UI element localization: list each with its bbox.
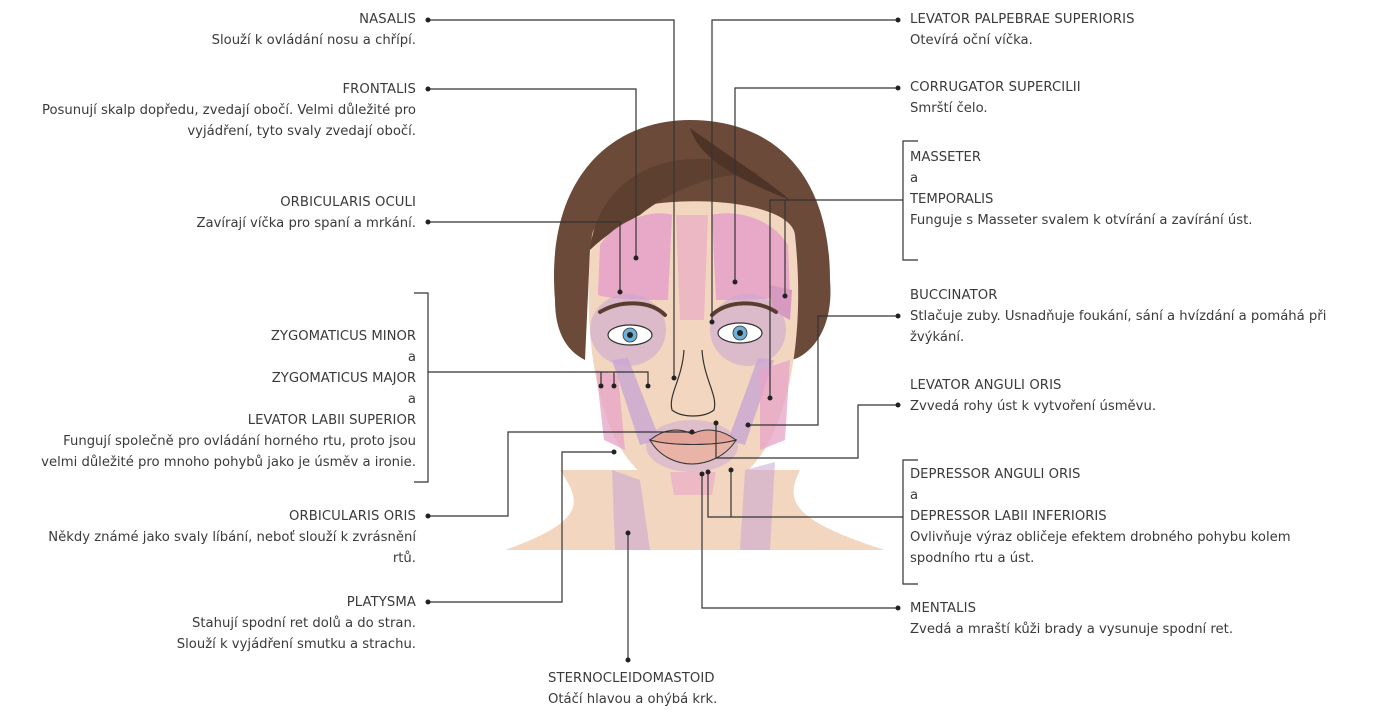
label-corrugator: CORRUGATOR SUPERCILII Smrští čelo. — [910, 77, 1081, 119]
platysma-shape — [740, 462, 775, 550]
buccinator-end — [746, 423, 751, 428]
orbicularis-oris-title: ORBICULARIS ORIS — [48, 506, 416, 527]
orbicularis-oculi-end — [618, 290, 623, 295]
depressor-end-1 — [706, 470, 711, 475]
zygomaticus-desc-1: Fungují společně pro ovládání horného rt… — [41, 431, 416, 452]
procerus — [676, 215, 708, 320]
mentalis-dot — [896, 606, 901, 611]
levator-anguli-desc: Zvvedá rohy úst k vytvoření úsměvu. — [910, 396, 1156, 417]
levator-palpebrae-desc: Otevírá oční víčka. — [910, 30, 1135, 51]
levator-anguli-dot — [896, 403, 901, 408]
masseter-end — [768, 396, 773, 401]
buccinator-desc-2: žvýkání. — [910, 327, 1326, 348]
corrugator-desc: Smrští čelo. — [910, 98, 1081, 119]
label-orbicularis-oculi: ORBICULARIS OCULI Zavírají víčka pro spa… — [196, 192, 416, 234]
zygomaticus-bracket — [414, 293, 428, 482]
label-mentalis: MENTALIS Zvedá a mraští kůži brady a vys… — [910, 598, 1233, 640]
nasalis-dot — [426, 18, 431, 23]
masseter-line-3: TEMPORALIS — [910, 189, 1252, 210]
orbicularis-oris-desc-2: rtů. — [48, 548, 416, 569]
levator-anguli-end — [714, 421, 719, 426]
nasalis-title: NASALIS — [212, 9, 416, 30]
depressor-end-2 — [729, 468, 734, 473]
levator-palpebrae-title: LEVATOR PALPEBRAE SUPERIORIS — [910, 9, 1135, 30]
platysma-end — [612, 450, 617, 455]
sternocleidomastoid-title: STERNOCLEIDOMASTOID — [548, 668, 708, 689]
corrugator-dot — [896, 86, 901, 91]
depressor-line-1: DEPRESSOR ANGULI ORIS — [910, 464, 1291, 485]
orbicularis-oris-end — [690, 430, 695, 435]
pupil-left — [627, 332, 633, 338]
depressor-desc-2: spodního rtu a úst. — [910, 548, 1291, 569]
zygomaticus-line-5: LEVATOR LABII SUPERIOR — [41, 410, 416, 431]
zygomaticus-end-3 — [646, 384, 651, 389]
temporalis-end — [783, 294, 788, 299]
mentalis-end — [700, 472, 705, 477]
zygomaticus-end-2 — [612, 384, 617, 389]
depressor-line-3: DEPRESSOR LABII INFERIORIS — [910, 506, 1291, 527]
levator-palpebrae-end — [710, 320, 715, 325]
platysma-desc-1: Stahují spodní ret dolů a do stran. — [177, 613, 416, 634]
label-buccinator: BUCCINATOR Stlačuje zuby. Usnadňuje fouk… — [910, 285, 1326, 348]
depressor-line-2: a — [910, 485, 1291, 506]
zygomaticus-line-4: a — [41, 389, 416, 410]
sternocleidomastoid-desc: Otáčí hlavou a ohýbá krk. — [548, 689, 708, 710]
platysma-title: PLATYSMA — [177, 592, 416, 613]
label-nasalis: NASALIS Slouží k ovládání nosu a chřípí. — [212, 9, 416, 51]
label-levator-palpebrae: LEVATOR PALPEBRAE SUPERIORIS Otevírá očn… — [910, 9, 1135, 51]
label-sternocleidomastoid: STERNOCLEIDOMASTOID Otáčí hlavou a ohýbá… — [548, 668, 708, 710]
levator-anguli-title: LEVATOR ANGULI ORIS — [910, 375, 1156, 396]
frontalis-desc-2: vyjádření, tyto svaly zvedají obočí. — [42, 121, 416, 142]
buccinator-dot — [896, 314, 901, 319]
corrugator-title: CORRUGATOR SUPERCILII — [910, 77, 1081, 98]
orbicularis-oculi-desc: Zavírají víčka pro spaní a mrkání. — [196, 213, 416, 234]
label-platysma: PLATYSMA Stahují spodní ret dolů a do st… — [177, 592, 416, 655]
frontalis-end — [634, 256, 639, 261]
orbicularis-oris-desc-1: Někdy známé jako svaly líbání, neboť slo… — [48, 527, 416, 548]
levator-palpebrae-dot — [896, 18, 901, 23]
label-orbicularis-oris: ORBICULARIS ORIS Někdy známé jako svaly … — [48, 506, 416, 569]
corrugator-end — [733, 280, 738, 285]
depressor-desc-1: Ovlivňuje výraz obličeje efektem drobnéh… — [910, 527, 1291, 548]
zygomaticus-line-2: a — [41, 347, 416, 368]
label-depressor: DEPRESSOR ANGULI ORIS a DEPRESSOR LABII … — [910, 464, 1291, 569]
buccinator-desc-1: Stlačuje zuby. Usnadňuje foukání, sání a… — [910, 306, 1326, 327]
nasalis-end — [672, 376, 677, 381]
zygomaticus-line-1: ZYGOMATICUS MINOR — [41, 326, 416, 347]
nasalis-desc: Slouží k ovládání nosu a chřípí. — [212, 30, 416, 51]
label-zygomaticus: ZYGOMATICUS MINOR a ZYGOMATICUS MAJOR a … — [41, 326, 416, 473]
frontalis-desc-1: Posunují skalp dopředu, zvedají obočí. V… — [42, 100, 416, 121]
masseter-desc: Funguje s Masseter svalem k otvírání a z… — [910, 210, 1252, 231]
orbicularis-oculi-dot — [426, 220, 431, 225]
orbicularis-oris-dot — [426, 514, 431, 519]
mentalis-title: MENTALIS — [910, 598, 1233, 619]
zygomaticus-end-1 — [599, 384, 604, 389]
masseter-line-2: a — [910, 168, 1252, 189]
label-levator-anguli: LEVATOR ANGULI ORIS Zvvedá rohy úst k vy… — [910, 375, 1156, 417]
pupil-right — [737, 330, 743, 336]
mentalis-desc: Zvedá a mraští kůži brady a vysunuje spo… — [910, 619, 1233, 640]
platysma-desc-2: Slouží k vyjádření smutku a strachu. — [177, 634, 416, 655]
sternocleidomastoid-dot — [626, 658, 631, 663]
label-frontalis: FRONTALIS Posunují skalp dopředu, zvedaj… — [42, 79, 416, 142]
mentalis-region — [670, 472, 716, 495]
masseter-right — [760, 360, 790, 450]
masseter-line-1: MASSETER — [910, 147, 1252, 168]
zygomaticus-desc-2: velmi důležité pro mnoho pohybů jako je … — [41, 452, 416, 473]
frontalis-dot — [426, 87, 431, 92]
buccinator-title: BUCCINATOR — [910, 285, 1326, 306]
label-masseter: MASSETER a TEMPORALIS Funguje s Masseter… — [910, 147, 1252, 231]
orbicularis-oculi-title: ORBICULARIS OCULI — [196, 192, 416, 213]
frontalis-title: FRONTALIS — [42, 79, 416, 100]
platysma-dot — [426, 600, 431, 605]
sternocleidomastoid-end — [626, 531, 631, 536]
zygomaticus-line-3: ZYGOMATICUS MAJOR — [41, 368, 416, 389]
